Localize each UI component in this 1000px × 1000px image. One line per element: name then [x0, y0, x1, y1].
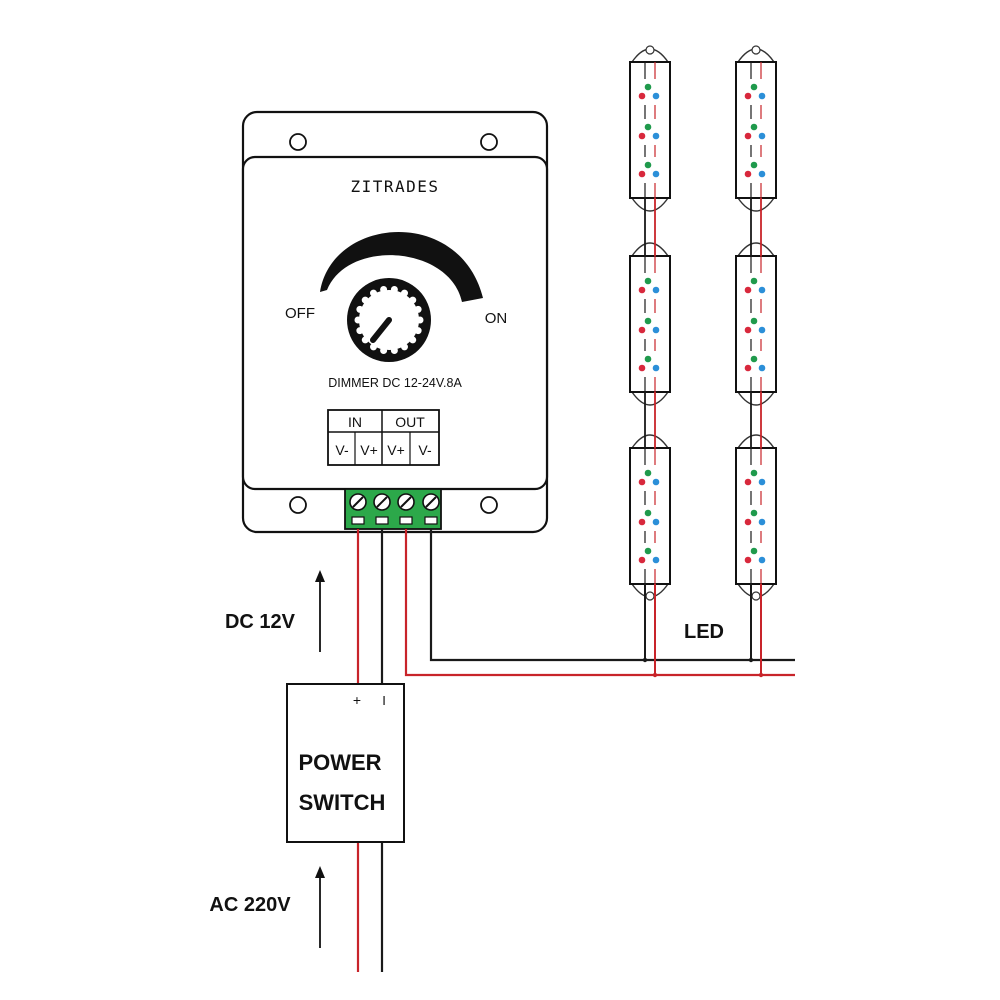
led-string-1 [629, 45, 671, 678]
terminal-screw-3 [397, 493, 415, 525]
rgb-led [637, 543, 663, 569]
wire-out-positive [404, 529, 795, 677]
off-label: OFF [285, 305, 315, 322]
led-module [735, 45, 777, 212]
led-string-2 [735, 45, 777, 678]
power-minus-label: I [382, 693, 386, 708]
wiring [356, 529, 795, 972]
arrow-ac [315, 866, 325, 948]
dimmer-arc-scale [320, 231, 483, 302]
rgb-led [743, 273, 769, 299]
dimmer-brand: ZITRADES [350, 177, 439, 196]
wire-out-negative [429, 529, 795, 662]
dc-voltage-label: DC 12V [225, 611, 296, 633]
led-strings [629, 45, 777, 678]
terminal-label-2: V+ [360, 442, 378, 458]
rgb-led [637, 313, 663, 339]
terminal-block [344, 488, 442, 530]
led-module [629, 434, 671, 601]
mounting-hole [751, 45, 761, 55]
led-module [735, 242, 777, 406]
led-module [735, 434, 777, 601]
dimmer-unit: ZITRADES OFF ON DIMMER DC 12-24V.8A IN O… [241, 110, 549, 534]
power-switch-box: + I POWER SWITCH [286, 683, 405, 843]
rgb-led [637, 273, 663, 299]
rgb-led [743, 465, 769, 491]
rgb-led [637, 505, 663, 531]
power-switch-title-line2: SWITCH [299, 790, 386, 815]
rgb-led [637, 79, 663, 105]
rgb-led [743, 119, 769, 145]
dimmer-model-text: DIMMER DC 12-24V.8A [328, 376, 462, 390]
terminal-label-4: V- [418, 442, 432, 458]
terminal-label-3: V+ [387, 442, 405, 458]
on-label: ON [485, 310, 508, 327]
knob-pointer [370, 317, 392, 343]
arrow-dc [315, 570, 325, 652]
mounting-hole-top-right [480, 133, 498, 151]
dimmer-knob[interactable] [347, 278, 431, 362]
rgb-led [637, 119, 663, 145]
rgb-led [743, 543, 769, 569]
terminal-screw-2 [373, 493, 391, 525]
rgb-led [743, 79, 769, 105]
power-switch-body [286, 683, 405, 843]
ac-voltage-label: AC 220V [209, 894, 291, 916]
mounting-hole [645, 45, 655, 55]
power-plus-label: + [353, 692, 361, 708]
in-label: IN [348, 414, 362, 430]
out-label: OUT [395, 414, 425, 430]
terminal-label-1: V- [335, 442, 349, 458]
led-label: LED [684, 621, 724, 643]
terminal-screw-1 [349, 493, 367, 525]
terminal-screw-4 [422, 493, 440, 525]
mounting-hole-bottom-left [289, 496, 307, 514]
rgb-led [743, 505, 769, 531]
mounting-hole [751, 591, 761, 601]
mounting-hole-top-left [289, 133, 307, 151]
rgb-led [637, 351, 663, 377]
rgb-led [743, 313, 769, 339]
led-module [629, 242, 671, 406]
led-module [629, 45, 671, 212]
mounting-hole [645, 591, 655, 601]
rgb-led [743, 351, 769, 377]
rgb-led [637, 465, 663, 491]
rgb-led [637, 157, 663, 183]
terminal-screws [349, 493, 440, 525]
mounting-hole-bottom-right [480, 496, 498, 514]
rgb-led [743, 157, 769, 183]
power-switch-title-line1: POWER [298, 750, 381, 775]
terminal-label-box: IN OUT V- V+ V+ V- [327, 409, 440, 466]
